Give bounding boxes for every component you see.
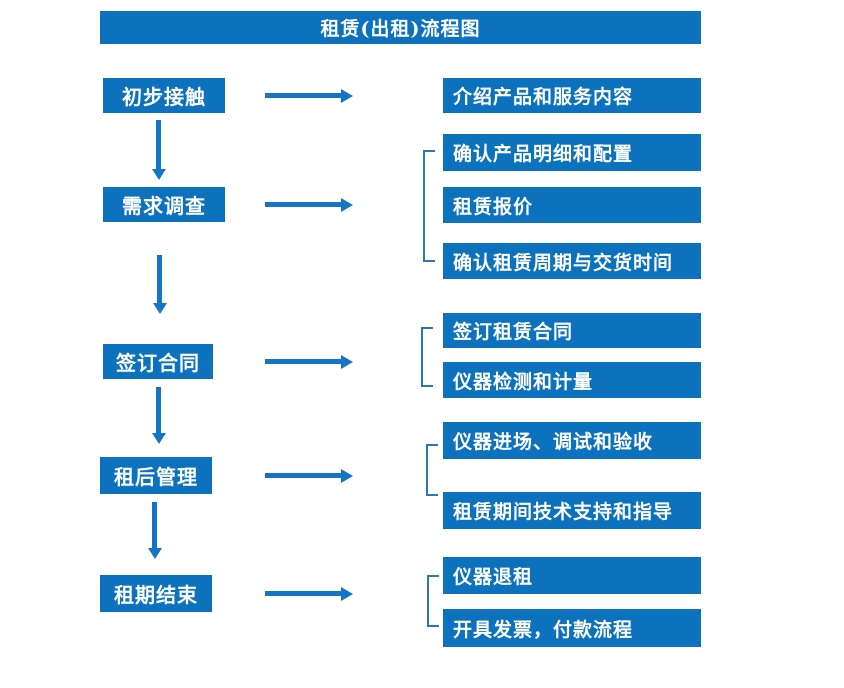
right-arrow-icon	[265, 586, 353, 601]
right-arrow-icon	[265, 468, 353, 483]
stage-box-initial-contact: 初步接触	[103, 78, 225, 113]
right-arrow-icon	[265, 354, 353, 369]
output-box-introduce-products: 介绍产品和服务内容	[443, 78, 701, 113]
output-box-instrument-setup-acceptance: 仪器进场、调试和验收	[443, 422, 701, 459]
group-bracket	[421, 327, 433, 387]
output-box-sign-rental-contract: 签订租赁合同	[443, 313, 701, 348]
output-box-instrument-return: 仪器退租	[443, 557, 701, 594]
down-arrow-icon	[147, 502, 162, 559]
down-arrow-icon	[151, 387, 166, 444]
group-bracket	[426, 444, 438, 496]
output-box-instrument-testing: 仪器检测和计量	[443, 362, 701, 398]
stage-box-sign-contract: 签订合同	[103, 344, 213, 379]
output-box-invoice-payment: 开具发票，付款流程	[443, 609, 701, 647]
output-box-rental-quotation: 租赁报价	[443, 187, 701, 223]
group-bracket	[423, 150, 435, 262]
right-arrow-icon	[265, 88, 353, 103]
down-arrow-icon	[152, 255, 167, 314]
down-arrow-icon	[151, 120, 166, 180]
stage-box-demand-survey: 需求调查	[103, 187, 225, 222]
output-box-confirm-rental-period: 确认租赁周期与交货时间	[443, 243, 701, 279]
right-arrow-icon	[265, 197, 353, 212]
stage-box-rental-end: 租期结束	[100, 575, 212, 612]
output-box-confirm-product-details: 确认产品明细和配置	[443, 134, 701, 171]
output-box-technical-support: 租赁期间技术支持和指导	[443, 492, 701, 529]
flowchart-title: 租赁(出租)流程图	[100, 11, 701, 44]
group-bracket	[427, 575, 439, 627]
stage-box-post-rental-management: 租后管理	[100, 457, 212, 494]
